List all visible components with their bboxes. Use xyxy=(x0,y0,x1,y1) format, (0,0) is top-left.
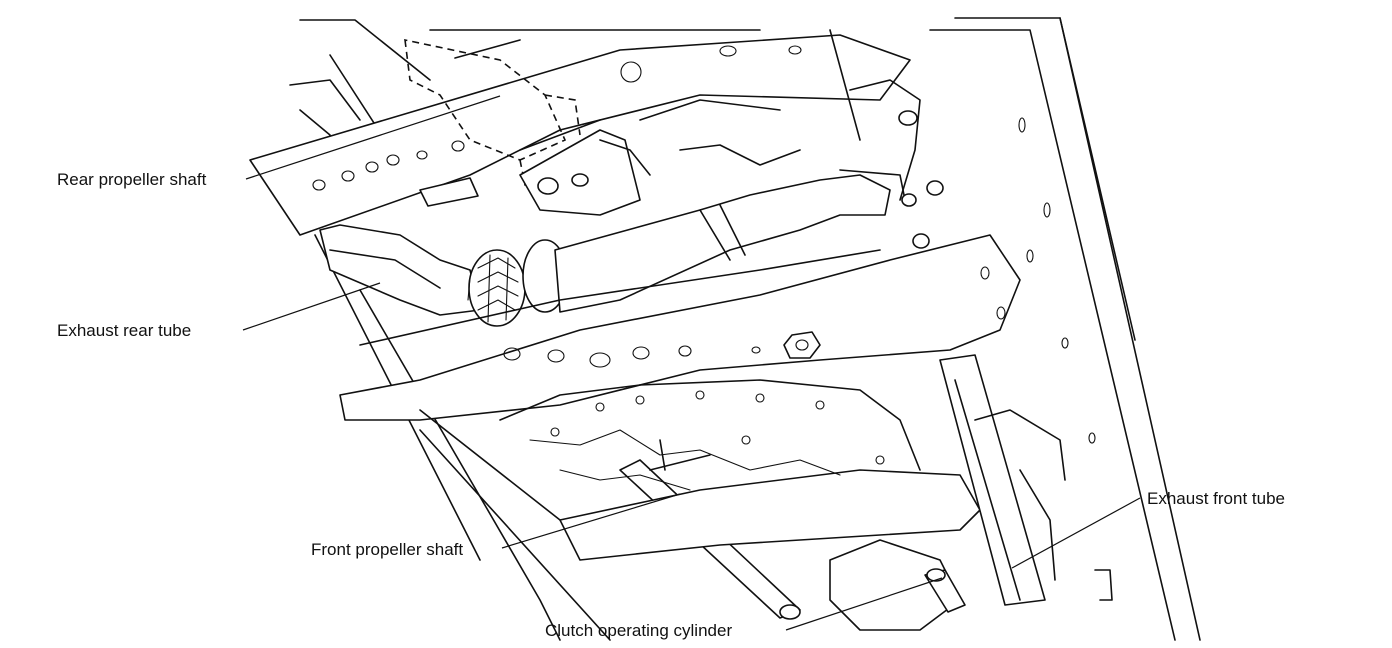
transmission-case xyxy=(499,379,961,631)
bottom-crossmember xyxy=(419,409,981,561)
leader-lines xyxy=(242,95,1141,631)
clutch-operating-cylinder xyxy=(924,568,966,613)
leader-clutch-operating-cylinder xyxy=(785,577,943,631)
leader-exhaust-rear-tube xyxy=(242,282,381,331)
label-exhaust-rear-tube: Exhaust rear tube xyxy=(57,321,191,340)
leader-front-propeller-shaft xyxy=(501,493,681,549)
label-clutch-operating-cylinder: Clutch operating cylinder xyxy=(545,621,732,640)
leader-rear-propeller-shaft xyxy=(245,95,501,180)
label-rear-propeller-shaft: Rear propeller shaft xyxy=(57,170,207,189)
exhaust-front-tube xyxy=(939,354,1066,606)
label-front-propeller-shaft: Front propeller shaft xyxy=(311,540,463,559)
label-exhaust-front-tube: Exhaust front tube xyxy=(1147,489,1285,508)
lower-crossmember xyxy=(339,233,1021,421)
flex-joint xyxy=(467,239,568,327)
right-frame-rail xyxy=(929,17,1201,641)
upper-crossmember xyxy=(249,29,911,236)
exhaust-upper-bend xyxy=(829,29,944,207)
transmission-rear-mount xyxy=(519,99,801,216)
leader-exhaust-front-tube xyxy=(1011,497,1141,569)
exhaust-pipe-mid xyxy=(554,169,906,313)
exhaust-rear-tube xyxy=(319,224,481,316)
labels: Rear propeller shaft Exhaust rear tube F… xyxy=(57,170,1285,640)
